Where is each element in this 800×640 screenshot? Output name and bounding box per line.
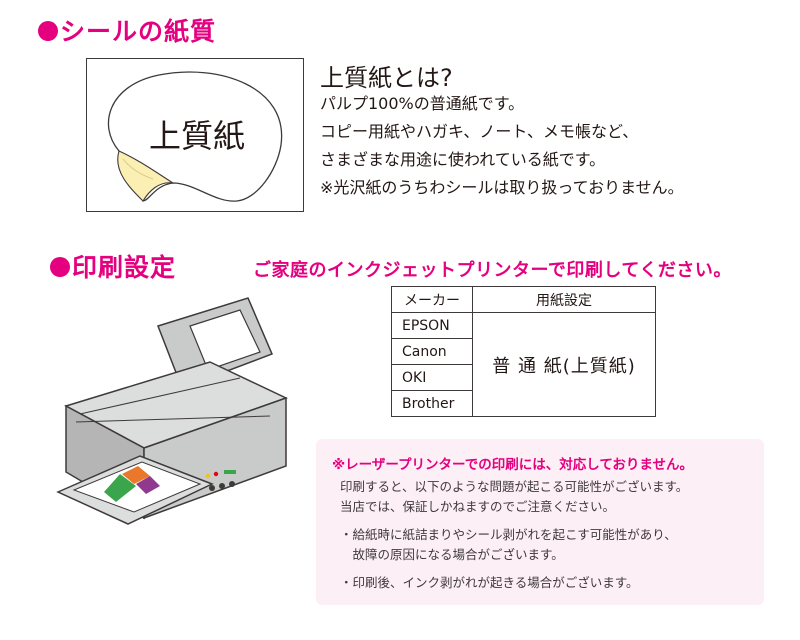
info-title: 上質紙とは?: [320, 64, 453, 92]
info-line: コピー用紙やハガキ、ノート、メモ帳など、: [320, 122, 639, 141]
table-header-setting: 用紙設定: [472, 286, 656, 313]
uchiwa-sticker-icon: [107, 71, 283, 202]
notice-line: 当店では、保証しかねますのでご注意ください。: [340, 499, 616, 514]
info-line: さまざまな用途に使われている紙です。: [320, 150, 606, 169]
table-cell-maker: Canon: [391, 338, 473, 365]
sticker-label: 上質紙: [149, 117, 246, 155]
notice-line: 印刷すると、以下のような問題が起こる可能性がございます。: [340, 479, 689, 494]
table-cell-maker: OKI: [391, 364, 473, 391]
maker-settings-table: メーカー 用紙設定 EPSON 普 通 紙(上質紙) Canon OKI Bro…: [391, 286, 656, 417]
table-cell-maker: EPSON: [391, 312, 473, 339]
notice-line: ・給紙時に紙詰まりやシール剥がれを起こす可能性があり、: [340, 527, 677, 542]
section-title-paper: シールの紙質: [38, 12, 216, 48]
section-title-print: 印刷設定: [50, 248, 176, 284]
printer-illustration: [40, 296, 310, 526]
notice-title: ※レーザープリンターでの印刷には、対応しておりません。: [332, 457, 694, 473]
bullet-dot-icon: [38, 21, 58, 41]
sticker-sample-box: 上質紙: [86, 58, 304, 212]
bullet-dot-icon: [50, 257, 70, 277]
printer-icon: [56, 297, 288, 525]
notice-line: 故障の原因になる場合がございます。: [340, 547, 564, 562]
info-line: パルプ100%の普通紙です。: [320, 94, 525, 113]
notice-line: ・印刷後、インク剥がれが起きる場合がございます。: [340, 575, 639, 590]
info-line: ※光沢紙のうちわシールは取り扱っておりません。: [320, 178, 684, 197]
table-header-maker: メーカー: [391, 286, 473, 313]
notice-body: 印刷すると、以下のような問題が起こる可能性がございます。 当店では、保証しかねま…: [340, 477, 688, 593]
print-instruction: ご家庭のインクジェットプリンターで印刷してください。: [253, 260, 732, 281]
table-cell-maker: Brother: [391, 390, 473, 417]
table-cell-setting: 普 通 紙(上質紙): [472, 312, 656, 417]
laser-printer-notice: ※レーザープリンターでの印刷には、対応しておりません。 印刷すると、以下のような…: [316, 439, 764, 605]
info-description: パルプ100%の普通紙です。 コピー用紙やハガキ、ノート、メモ帳など、 さまざま…: [320, 90, 684, 202]
